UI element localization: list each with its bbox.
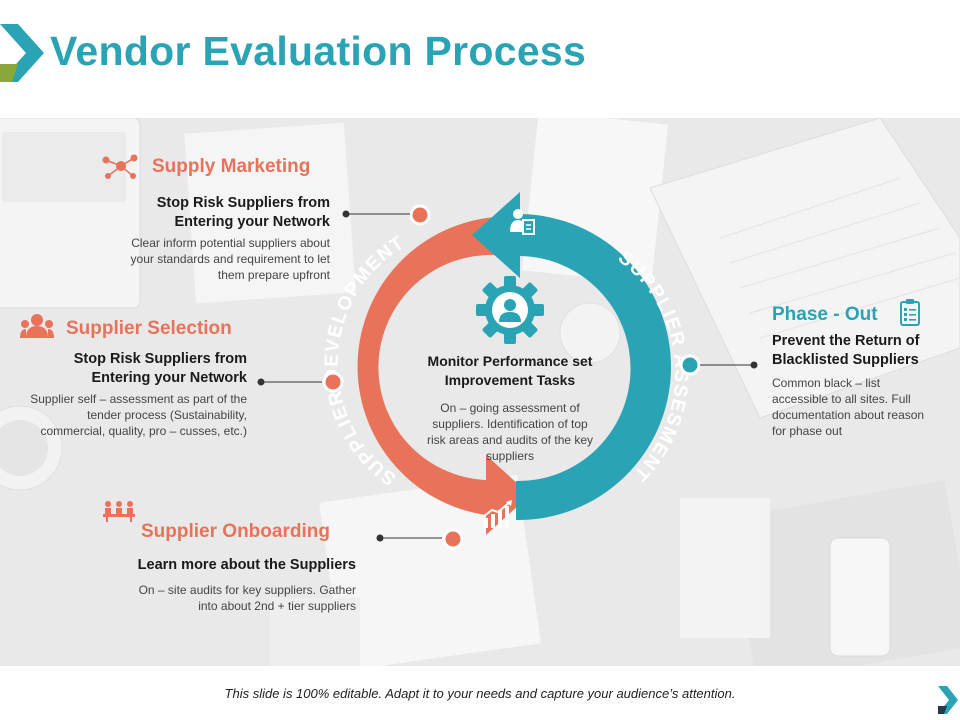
clipboard-list-icon <box>900 299 920 326</box>
chevron-logo-icon <box>0 24 44 82</box>
dot-supply-marketing <box>409 204 431 226</box>
growth-chart-icon <box>483 500 512 528</box>
gear-person-icon <box>476 276 544 344</box>
phase-out-title: Phase - Out <box>772 304 878 325</box>
center-body: On – going assessment of suppliers. Iden… <box>426 401 594 463</box>
supplier-development-arrow <box>357 217 530 535</box>
dot-phase-out <box>679 354 701 376</box>
supplier-selection-title: Supplier Selection <box>66 318 232 339</box>
phase-out-subtitle: Prevent the Return of Blacklisted Suppli… <box>772 333 920 368</box>
supply-marketing-body: Clear inform potential suppliers about y… <box>130 236 330 282</box>
supply-marketing-title: Supply Marketing <box>152 156 311 177</box>
person-document-icon <box>510 209 535 235</box>
supply-marketing-subtitle: Stop Risk Suppliers from Entering your N… <box>156 195 330 230</box>
dot-supplier-selection <box>322 371 344 393</box>
center-heading: Monitor Performance set Improvement Task… <box>427 353 593 388</box>
supplier-onboarding-body: On – site audits for key suppliers. Gath… <box>138 583 356 613</box>
chevron-right-icon <box>938 686 958 714</box>
supplier-assessment-arrow <box>472 192 672 521</box>
network-people-icon <box>102 154 138 179</box>
dot-supplier-onboarding <box>442 528 464 550</box>
supplier-onboarding-subtitle: Learn more about the Suppliers <box>137 557 356 573</box>
cycle-diagram: SUPPLIER DEVELOPMENT SUPPLIER ASSESMENT <box>322 192 701 550</box>
supplier-onboarding-title: Supplier Onboarding <box>141 521 330 542</box>
phase-out-body: Common black – list accessible to all si… <box>772 376 925 438</box>
people-group-icon <box>20 314 54 338</box>
supplier-selection-subtitle: Stop Risk Suppliers from Entering your N… <box>73 351 247 386</box>
page-title: Vendor Evaluation Process <box>50 28 587 74</box>
supplier-selection-body: Supplier self – assessment as part of th… <box>30 392 247 438</box>
footer-note: This slide is 100% editable. Adapt it to… <box>224 686 736 701</box>
meeting-table-icon <box>103 501 135 522</box>
